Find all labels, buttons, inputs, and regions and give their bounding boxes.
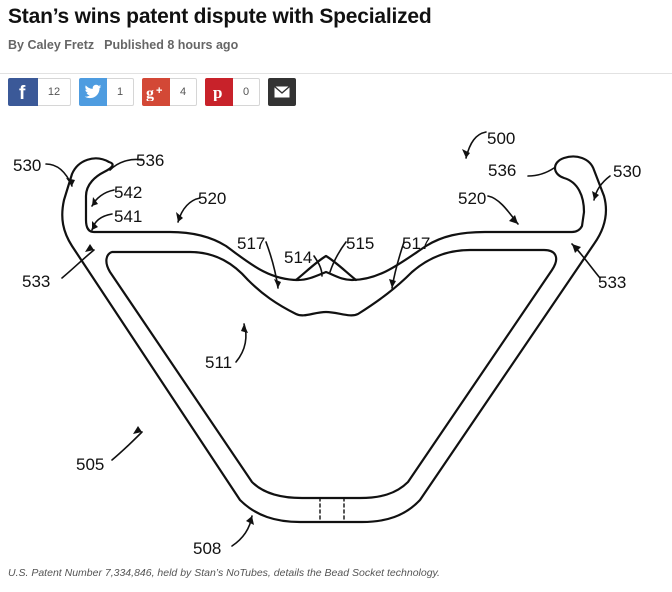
label-533-left: 533 <box>22 272 50 291</box>
pinterest-share-count: 0 <box>233 78 260 106</box>
author-link[interactable]: By Caley Fretz <box>8 38 95 52</box>
google-plus-share-button[interactable]: g+ 4 <box>142 78 197 106</box>
published-time: Published 8 hours ago <box>104 38 239 52</box>
label-517-right: 517 <box>402 234 430 253</box>
email-share-button[interactable] <box>268 78 296 106</box>
label-505: 505 <box>76 455 104 474</box>
twitter-share-button[interactable]: 1 <box>79 78 134 106</box>
twitter-icon <box>79 78 107 106</box>
label-520-left: 520 <box>198 189 226 208</box>
label-530-right: 530 <box>613 162 641 181</box>
rim-outer-profile <box>61 155 608 524</box>
figure-caption: U.S. Patent Number 7,334,846, held by St… <box>8 567 440 579</box>
label-511: 511 <box>205 353 232 372</box>
label-542: 542 <box>114 183 142 202</box>
label-514: 514 <box>284 248 312 267</box>
facebook-share-button[interactable]: f 12 <box>8 78 71 106</box>
svg-text:f: f <box>19 83 26 101</box>
label-530-left: 530 <box>13 156 41 175</box>
share-bar: f 12 1 g+ 4 p 0 <box>8 78 304 108</box>
label-541: 541 <box>114 207 142 226</box>
article-title: Stan’s wins patent dispute with Speciali… <box>8 5 432 28</box>
facebook-icon: f <box>8 78 38 106</box>
svg-text:p: p <box>213 83 222 101</box>
rim-center-bump <box>294 254 358 282</box>
rim-bed-inner <box>105 248 558 500</box>
pinterest-icon: p <box>205 78 233 106</box>
label-517-left: 517 <box>237 234 265 253</box>
svg-text:+: + <box>156 85 162 97</box>
svg-text:g: g <box>146 85 154 101</box>
facebook-share-count: 12 <box>38 78 71 106</box>
label-533-right: 533 <box>598 273 626 292</box>
label-500: 500 <box>487 129 515 148</box>
label-536-right: 536 <box>488 161 516 180</box>
label-536-left: 536 <box>136 151 164 170</box>
pinterest-share-button[interactable]: p 0 <box>205 78 260 106</box>
byline: By Caley Fretz Published 8 hours ago <box>8 38 238 52</box>
label-515: 515 <box>346 234 374 253</box>
twitter-share-count: 1 <box>107 78 134 106</box>
divider <box>0 73 672 74</box>
label-508: 508 <box>193 539 221 558</box>
label-520-right: 520 <box>458 189 486 208</box>
patent-drawing: 500 530 530 536 536 542 541 520 520 533 … <box>0 112 672 562</box>
google-plus-share-count: 4 <box>170 78 197 106</box>
email-icon <box>268 78 296 106</box>
google-plus-icon: g+ <box>142 78 170 106</box>
